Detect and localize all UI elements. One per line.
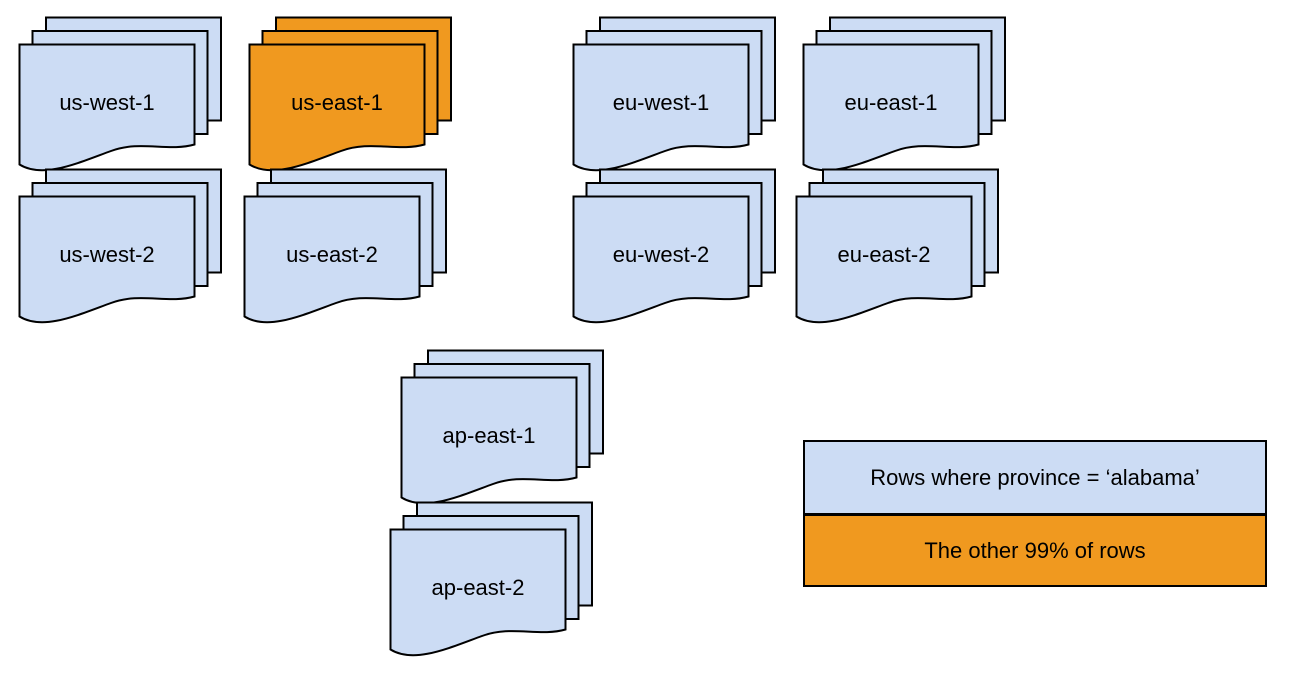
document-stack-graphic: eu-west-1 — [572, 16, 776, 172]
region-label: us-east-1 — [291, 90, 383, 115]
legend-item: Rows where province = ‘alabama’ — [805, 442, 1265, 513]
document-stack-us-west-2: us-west-2 — [18, 168, 249, 338]
document-page-front — [243, 195, 421, 324]
document-stack-eu-west-1: eu-west-1 — [572, 16, 803, 186]
document-stack-us-east-2: us-east-2 — [243, 168, 474, 338]
document-page-front — [572, 43, 750, 172]
region-label: eu-west-2 — [613, 242, 710, 267]
document-page-front — [795, 195, 973, 324]
region-label: eu-east-2 — [838, 242, 931, 267]
region-label: ap-east-2 — [432, 575, 525, 600]
document-stack-eu-east-1: eu-east-1 — [802, 16, 1033, 186]
document-stack-graphic: eu-east-2 — [795, 168, 999, 324]
document-stack-graphic: ap-east-2 — [389, 501, 593, 657]
legend-item: The other 99% of rows — [805, 513, 1265, 585]
legend-item-label: Rows where province = ‘alabama’ — [870, 464, 1200, 490]
document-stack-graphic: ap-east-1 — [400, 349, 604, 505]
region-label: us-east-2 — [286, 242, 378, 267]
region-label: eu-east-1 — [845, 90, 938, 115]
document-page-front — [18, 195, 196, 324]
document-page-front — [18, 43, 196, 172]
document-stack-graphic: eu-west-2 — [572, 168, 776, 324]
legend-item-label: The other 99% of rows — [924, 537, 1146, 563]
document-stack-graphic: us-east-1 — [248, 16, 452, 172]
document-page-front — [389, 528, 567, 657]
region-label: eu-west-1 — [613, 90, 710, 115]
document-stack-graphic: eu-east-1 — [802, 16, 1006, 172]
document-stack-ap-east-2: ap-east-2 — [389, 501, 620, 671]
region-label: us-west-2 — [59, 242, 154, 267]
document-stack-eu-east-2: eu-east-2 — [795, 168, 1026, 338]
document-stack-graphic: us-east-2 — [243, 168, 447, 324]
document-stack-graphic: us-west-1 — [18, 16, 222, 172]
document-stack-graphic: us-west-2 — [18, 168, 222, 324]
region-label: us-west-1 — [59, 90, 154, 115]
document-page-front — [248, 43, 426, 172]
document-stack-us-east-1: us-east-1 — [248, 16, 479, 186]
region-label: ap-east-1 — [443, 423, 536, 448]
document-stack-us-west-1: us-west-1 — [18, 16, 249, 186]
document-stack-ap-east-1: ap-east-1 — [400, 349, 631, 519]
document-stack-eu-west-2: eu-west-2 — [572, 168, 803, 338]
document-page-front — [572, 195, 750, 324]
legend: Rows where province = ‘alabama’ The othe… — [803, 440, 1267, 587]
